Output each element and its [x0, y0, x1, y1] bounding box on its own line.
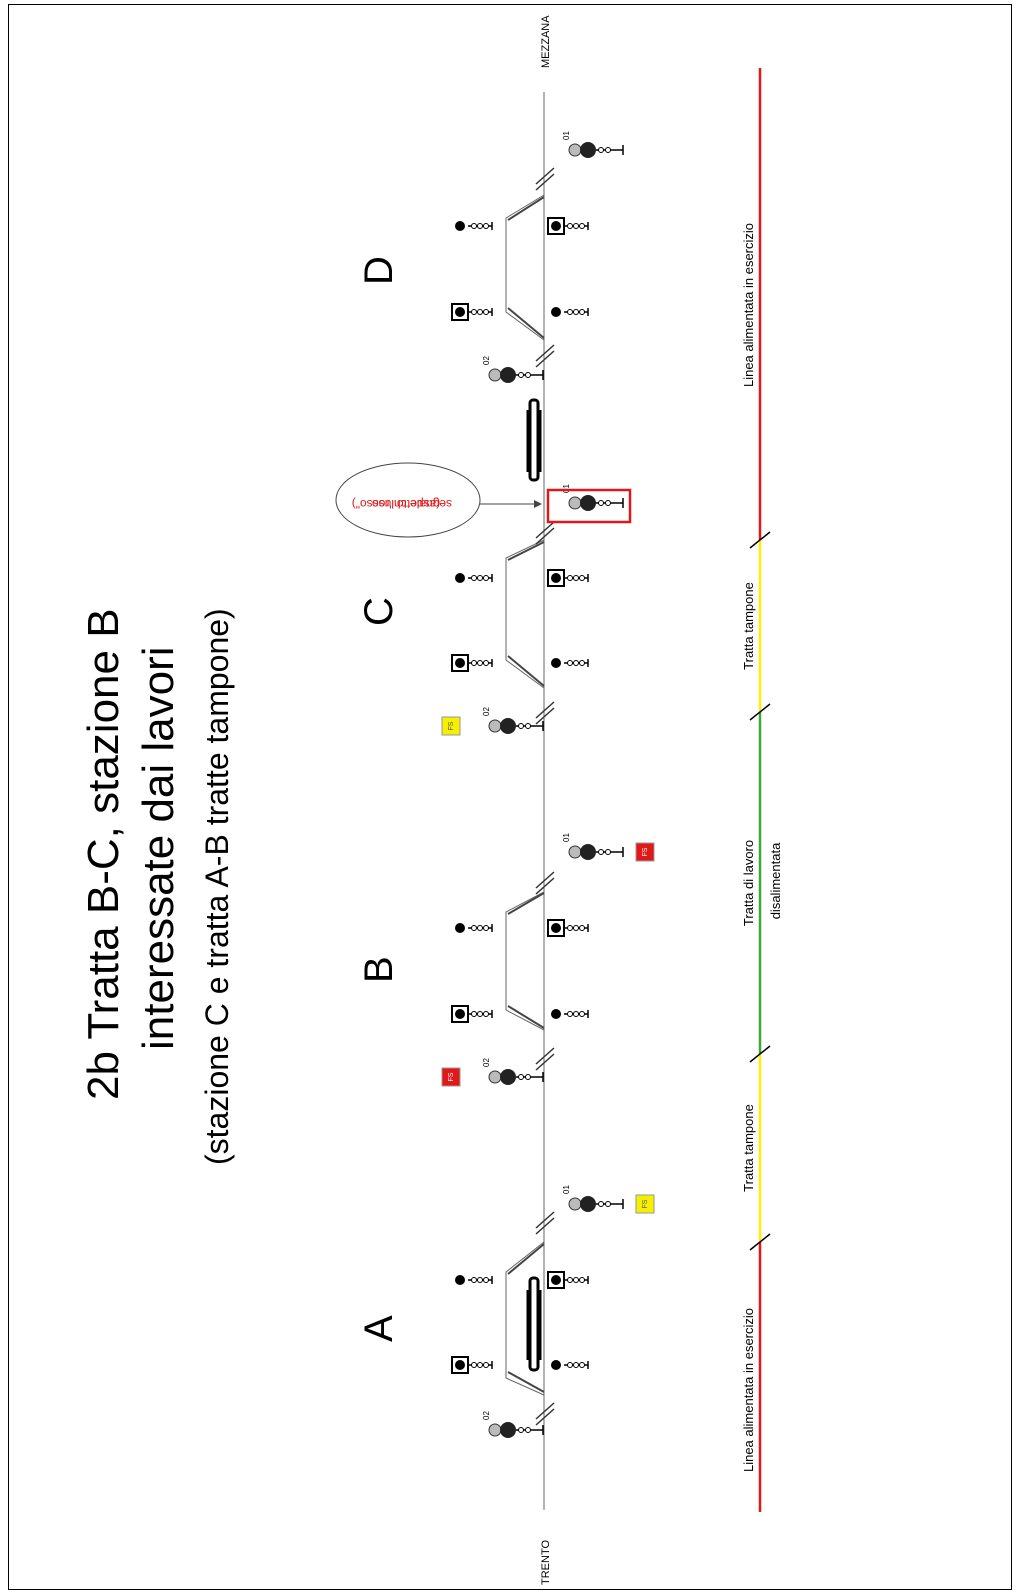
block-signal: 01: [562, 131, 624, 158]
diagram-frame: [8, 4, 1012, 1590]
callout-bubble: [335, 462, 481, 538]
insulated-joint: [535, 871, 555, 895]
section-label: Tratta di lavoro: [741, 840, 756, 926]
section-boundary: [749, 531, 771, 549]
section-bar: Tratta di lavoro disalimentata: [741, 712, 783, 1054]
section-label: Tratta tampone: [741, 582, 756, 670]
block-signal-number: 01: [562, 131, 571, 140]
section-label-2: disalimentata: [768, 842, 783, 919]
station-signal: [547, 569, 589, 587]
fs-sign-text: FS: [448, 1072, 455, 1081]
fs-sign: FS: [635, 842, 655, 862]
section-bar: Linea alimentata in esercizio: [741, 1242, 762, 1512]
station-label-b: B: [357, 956, 401, 983]
station-signal: [451, 1005, 493, 1023]
track-machine-c: [526, 398, 542, 482]
insulated-joints: [535, 167, 555, 1426]
station-signal: [551, 1360, 589, 1370]
callout-line1: segnale chiuso: [372, 497, 452, 511]
station-loops: [505, 194, 545, 1396]
section-bar: Linea alimentata in esercizio: [741, 68, 762, 540]
switch-blades: [507, 196, 545, 1393]
block-signal-number: 02: [482, 356, 491, 365]
title-subtitle: (stazione C e tratta A-B tratte tampone): [199, 608, 235, 1165]
station-signal: [551, 1009, 589, 1019]
insulated-joint: [535, 701, 555, 725]
insulated-joint: [535, 344, 555, 368]
block-signal: 01: [562, 833, 624, 860]
section-label: Linea alimentata in esercizio: [741, 223, 756, 387]
callout-arrowhead: [534, 500, 542, 508]
station-signal: [547, 919, 589, 937]
section-bar: Tratta tampone: [741, 540, 762, 712]
closed-signal-highlight: [546, 488, 632, 524]
insulated-joint: [535, 521, 555, 545]
fs-sign-text: FS: [642, 847, 649, 856]
block-signal-number: 02: [482, 1411, 491, 1420]
station-signal: [451, 1356, 493, 1374]
insulated-joint: [535, 167, 555, 191]
block-signal: 02: [482, 1058, 544, 1085]
endpoint-mezzana: MEZZANA: [540, 15, 552, 68]
fs-sign: FS: [441, 716, 461, 736]
block-signal: 01: [562, 1185, 624, 1212]
section-bar: Tratta tampone: [741, 1054, 762, 1242]
station-signal: [547, 1271, 589, 1289]
section-label: Tratta tampone: [741, 1104, 756, 1192]
block-signal: 01: [562, 484, 624, 511]
insulated-joint: [535, 1047, 555, 1071]
fs-sign-text: FS: [448, 721, 455, 730]
endpoint-trento: TRENTO: [540, 1540, 552, 1585]
callout-line2: (aspetto "rosso"): [352, 497, 441, 511]
station-signal: [451, 303, 493, 321]
station-label-c: C: [357, 597, 401, 626]
station-signal: [551, 658, 589, 668]
block-signal-number: 01: [562, 833, 571, 842]
title-line2: interessate dai lavori: [134, 646, 183, 1050]
insulated-joint: [535, 1211, 555, 1235]
fs-sign: FS: [635, 1194, 655, 1214]
block-signal-number: 01: [562, 1185, 571, 1194]
insulated-joint: [535, 1402, 555, 1426]
station-label-d: D: [357, 256, 401, 285]
block-signal: 02: [482, 356, 544, 383]
block-signal-number: 02: [482, 1058, 491, 1067]
fs-sign-text: FS: [642, 1199, 649, 1208]
station-signal: [551, 307, 589, 317]
block-signal: 02: [482, 707, 544, 734]
section-label: Linea alimentata in esercizio: [741, 1308, 756, 1472]
station-signal: [455, 573, 493, 583]
station-signal: [451, 654, 493, 672]
title-line1: 2b Tratta B-C, stazione B: [79, 608, 128, 1100]
station-signal: [455, 923, 493, 933]
station-signal: [455, 221, 493, 231]
station-label-a: A: [357, 1315, 401, 1342]
section-boundary: [749, 1233, 771, 1251]
block-signal-number: 02: [482, 707, 491, 716]
track-machine-a: [526, 1276, 542, 1372]
section-boundary: [749, 703, 771, 721]
section-boundary: [749, 1045, 771, 1063]
fs-sign: FS: [441, 1067, 461, 1087]
block-signal-number: 01: [562, 484, 571, 493]
station-signal: [547, 217, 589, 235]
station-signal: [455, 1275, 493, 1285]
block-signal: 02: [482, 1411, 544, 1438]
